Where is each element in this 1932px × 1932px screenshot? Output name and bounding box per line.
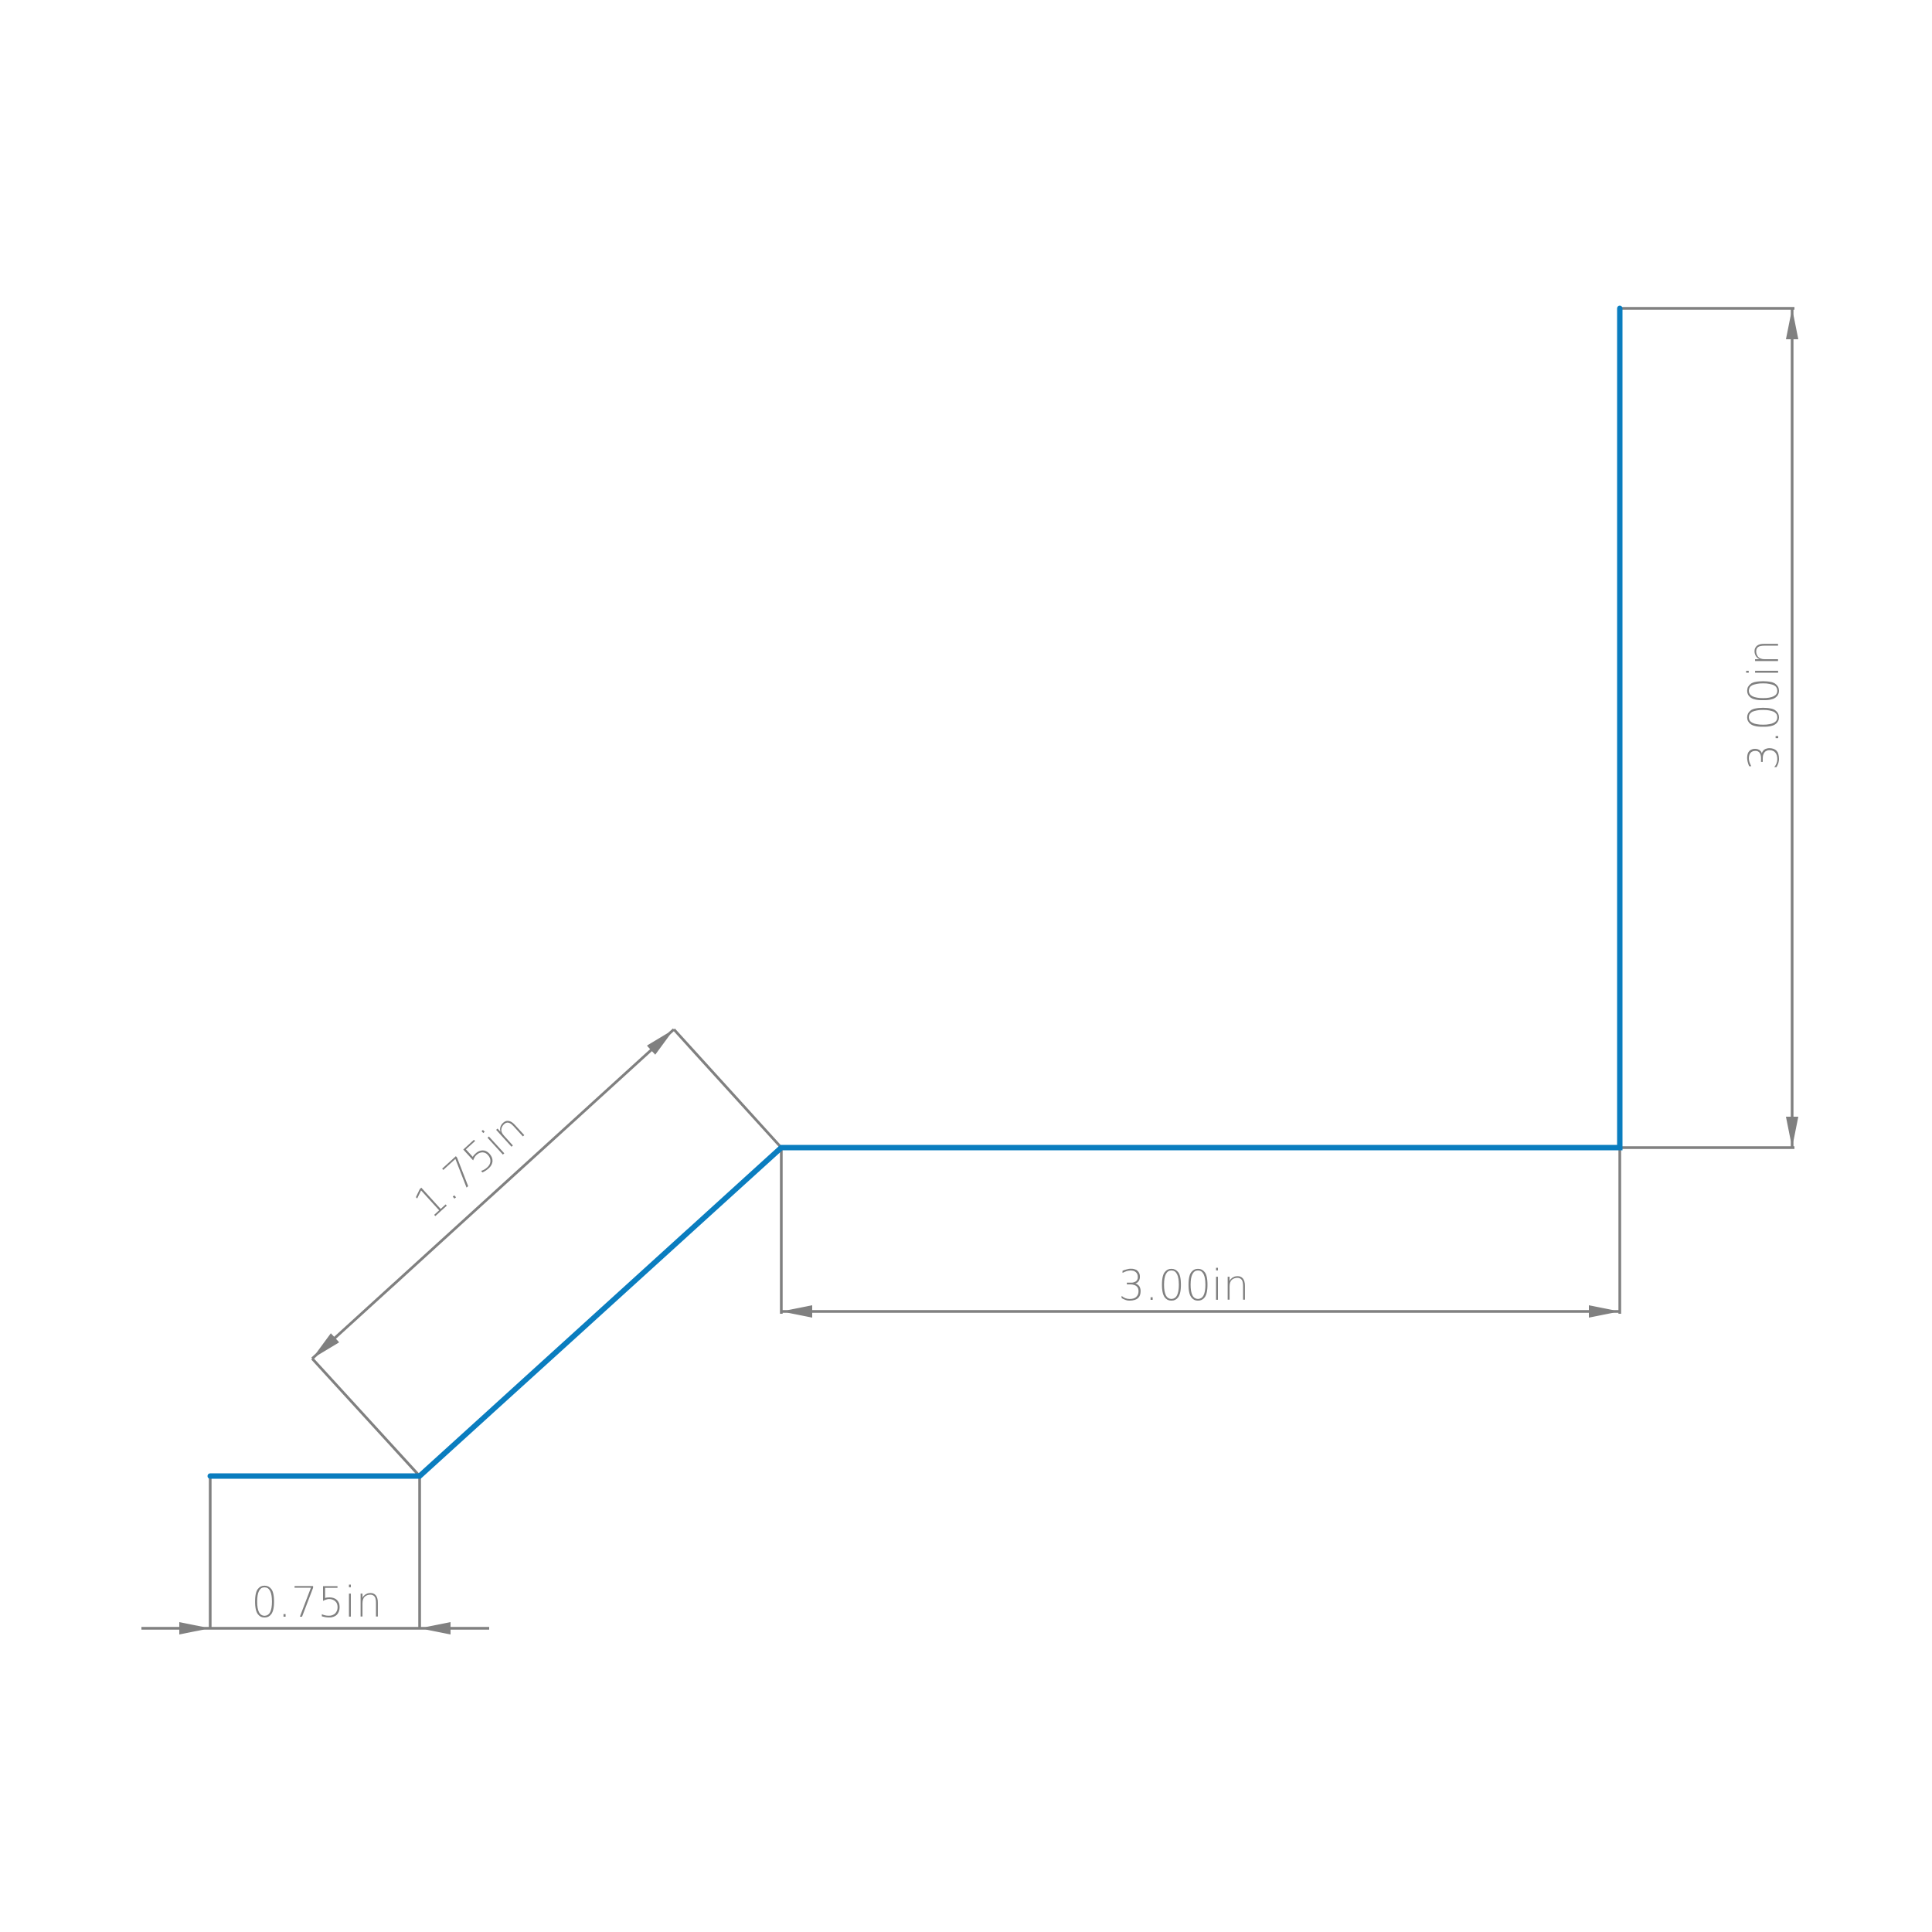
dim-label-075: 0.75in bbox=[251, 1578, 382, 1627]
bent-profile bbox=[207, 305, 1623, 1479]
extension-lines bbox=[209, 307, 1794, 1629]
ext-line-175-bottom bbox=[311, 1357, 421, 1478]
ext-line-175-top bbox=[672, 1028, 783, 1149]
dim-line-175 bbox=[311, 1028, 675, 1360]
dim-label-300h: 3.00in bbox=[1118, 1261, 1249, 1310]
dim-label-300v: 3.00in bbox=[1740, 639, 1788, 770]
dim-label-175: 1.75in bbox=[405, 1104, 535, 1228]
dimension-lines bbox=[141, 308, 1798, 1634]
